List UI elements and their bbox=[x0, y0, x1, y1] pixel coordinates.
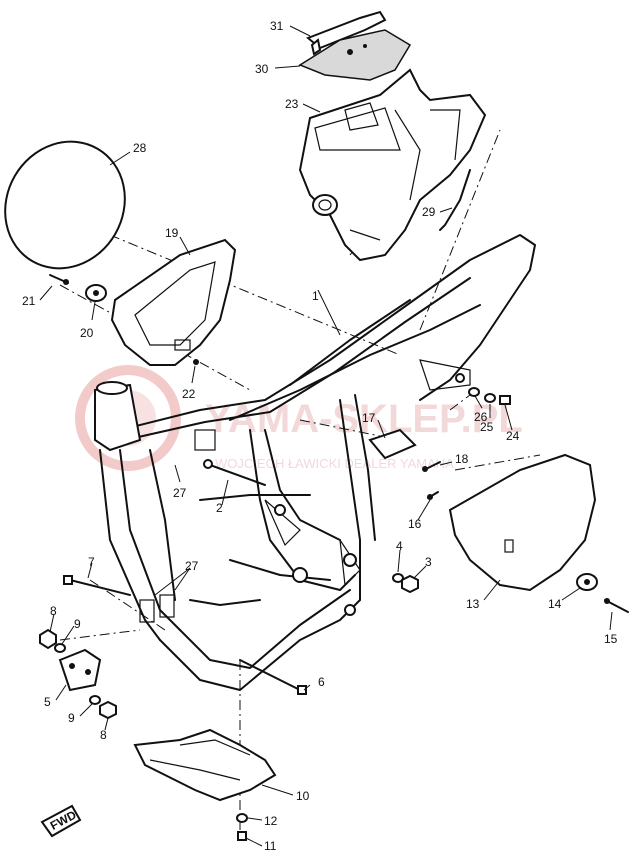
right-side-cover bbox=[448, 453, 597, 592]
callout-7: 7 bbox=[88, 555, 95, 569]
fuel-tank bbox=[298, 68, 487, 262]
callout-4: 4 bbox=[396, 539, 403, 553]
callout-12: 12 bbox=[264, 814, 278, 828]
callout-10: 10 bbox=[296, 789, 310, 803]
callout-5: 5 bbox=[44, 695, 51, 709]
alignment-lines bbox=[59, 129, 541, 840]
bolt-21 bbox=[49, 274, 69, 285]
callout-24: 24 bbox=[506, 429, 520, 443]
bolt-16 bbox=[427, 491, 439, 500]
skid-plate bbox=[133, 728, 277, 802]
grommet-14 bbox=[576, 573, 598, 591]
callout-1: 1 bbox=[312, 289, 319, 303]
callout-6: 6 bbox=[318, 675, 325, 689]
bolt-22 bbox=[193, 359, 199, 365]
callout-23: 23 bbox=[285, 97, 299, 111]
washer-12 bbox=[236, 813, 248, 823]
callout-8b: 8 bbox=[100, 728, 107, 742]
nut-8a bbox=[39, 628, 57, 650]
watermark-logo-icon bbox=[75, 365, 181, 471]
washer-26 bbox=[468, 387, 480, 397]
callout-17: 17 bbox=[362, 411, 376, 425]
callout-20: 20 bbox=[80, 326, 94, 340]
callout-9a: 9 bbox=[74, 617, 81, 631]
callout-29: 29 bbox=[422, 205, 436, 219]
callout-21: 21 bbox=[22, 294, 36, 308]
bolt-18 bbox=[422, 461, 441, 472]
callout-30: 30 bbox=[255, 62, 269, 76]
fuel-hose bbox=[439, 169, 471, 231]
engine-bracket-5 bbox=[58, 648, 102, 692]
bolt-15 bbox=[604, 598, 629, 613]
washer-9b bbox=[89, 695, 101, 705]
grommet-20 bbox=[85, 284, 107, 302]
callout-11: 11 bbox=[264, 839, 277, 853]
callout-26: 26 bbox=[474, 410, 488, 424]
callout-28: 28 bbox=[133, 141, 147, 155]
watermark: YAMA-SKLEP.PL WOJCIECH ŁAWICKI DEALER YA… bbox=[75, 365, 523, 471]
callout-13: 13 bbox=[466, 597, 480, 611]
main-frame bbox=[94, 234, 536, 691]
number-plate bbox=[4, 140, 126, 270]
watermark-subtitle: WOJCIECH ŁAWICKI DEALER YAMAHA bbox=[215, 456, 454, 471]
callout-22: 22 bbox=[182, 387, 196, 401]
callout-9b: 9 bbox=[68, 711, 75, 725]
bracket-17 bbox=[368, 428, 417, 460]
washer-25 bbox=[484, 393, 496, 403]
callout-25: 25 bbox=[480, 420, 494, 434]
washer-9a bbox=[54, 643, 66, 653]
callout-27b: 27 bbox=[185, 559, 199, 573]
watermark-brand: YAMA-SKLEP.PL bbox=[205, 397, 523, 441]
callout-14: 14 bbox=[548, 597, 562, 611]
forward-direction-badge: FWD bbox=[40, 804, 82, 838]
callout-3: 3 bbox=[425, 555, 432, 569]
callout-27a: 27 bbox=[173, 486, 187, 500]
bolt-7 bbox=[63, 575, 131, 596]
callout-19: 19 bbox=[165, 226, 179, 240]
seat-bracket bbox=[306, 10, 387, 56]
washer-4 bbox=[392, 573, 404, 583]
bolt-2 bbox=[203, 459, 266, 486]
callout-31: 31 bbox=[270, 19, 284, 33]
callout-numbers: 31 30 23 28 29 19 21 20 1 22 26 25 24 17… bbox=[22, 19, 618, 853]
leader-lines bbox=[39, 25, 613, 847]
seat-pad bbox=[298, 29, 412, 81]
left-side-cover bbox=[110, 238, 237, 366]
bolt-11 bbox=[237, 831, 247, 841]
bolt-24 bbox=[499, 395, 511, 405]
callout-16: 16 bbox=[408, 517, 422, 531]
callout-8a: 8 bbox=[50, 604, 57, 618]
callout-15: 15 bbox=[604, 632, 618, 646]
callout-18: 18 bbox=[455, 452, 469, 466]
callout-2: 2 bbox=[216, 501, 223, 515]
nut-3 bbox=[401, 574, 419, 594]
nut-8b bbox=[99, 700, 117, 720]
bolt-6 bbox=[239, 659, 307, 695]
